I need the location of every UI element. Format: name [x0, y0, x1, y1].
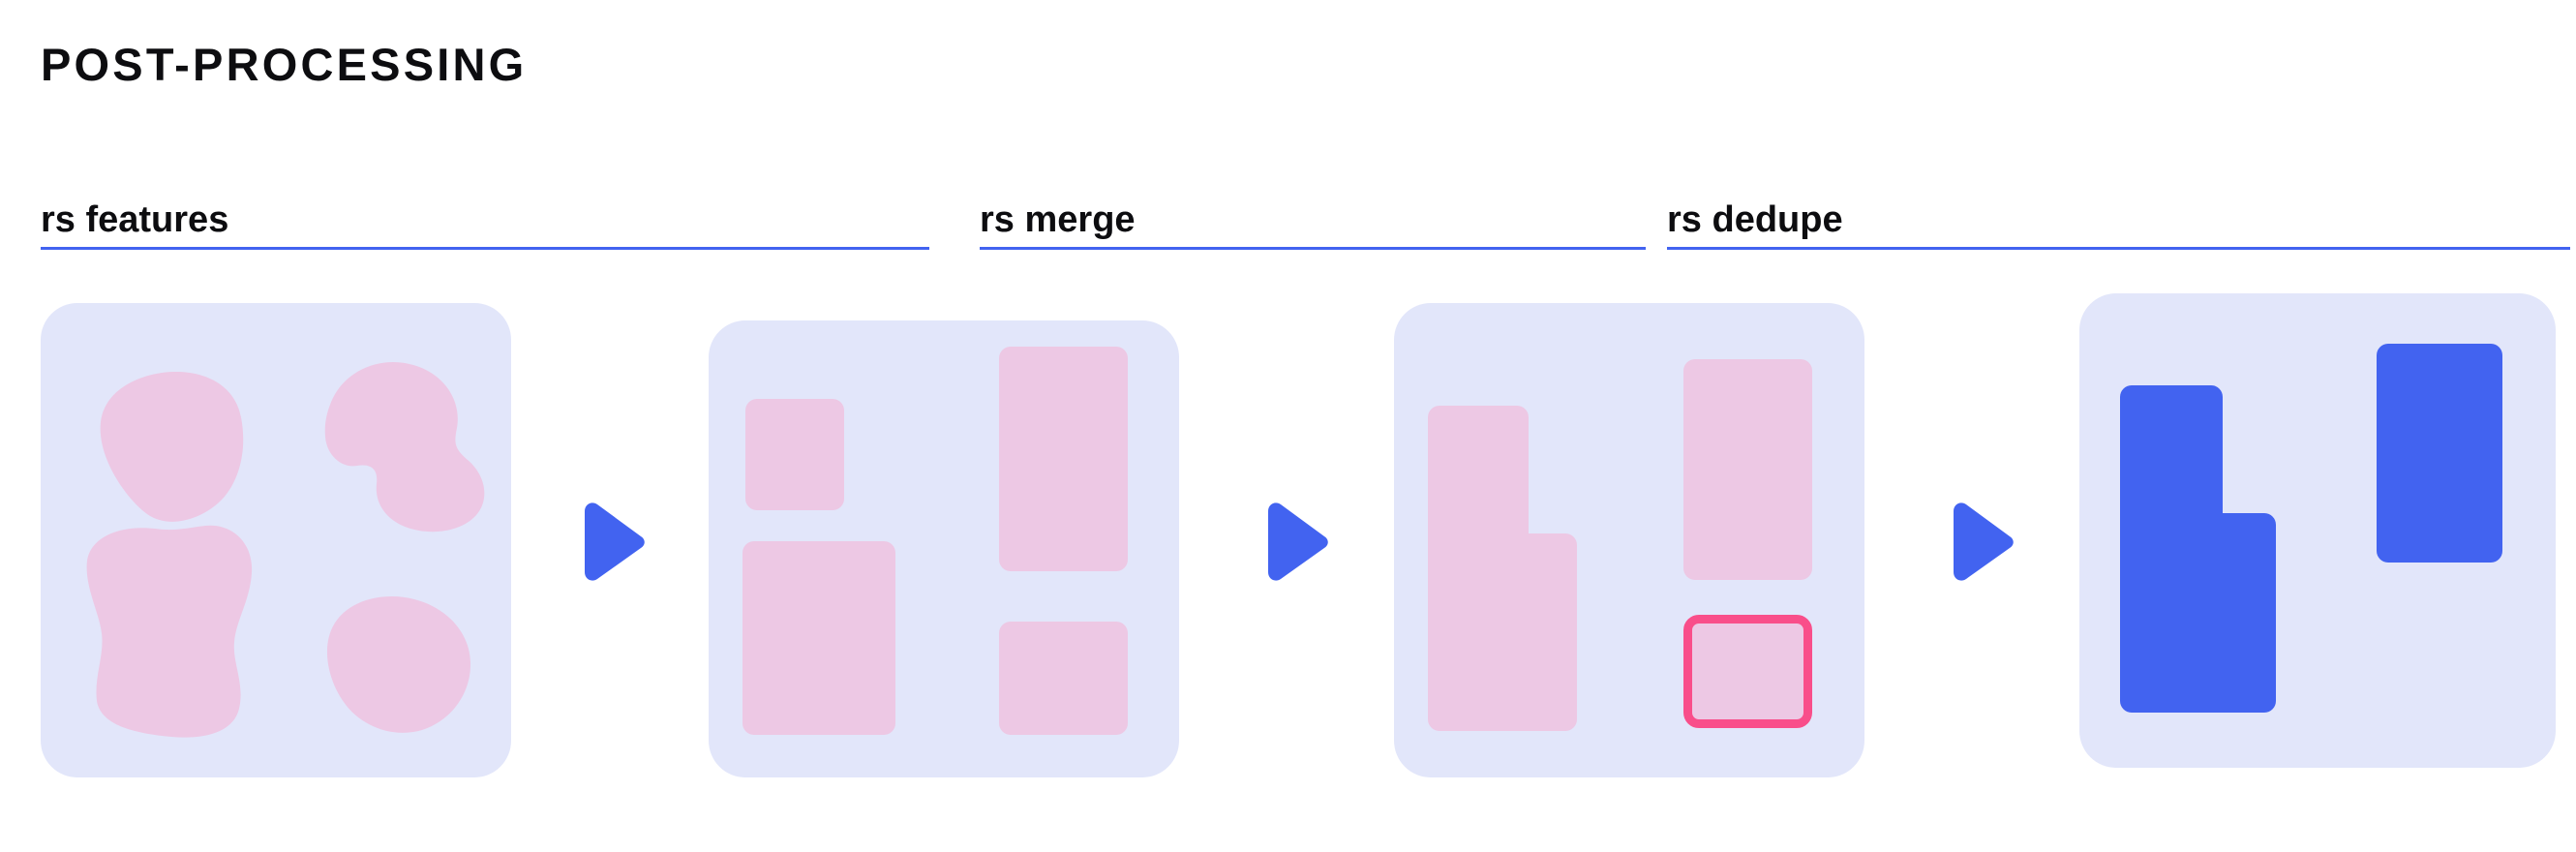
- step-label-dedupe: rs dedupe: [1667, 199, 1843, 240]
- panel-dedupe-input[interactable]: [1394, 303, 1864, 777]
- arrow-features-to-merge: [573, 502, 649, 581]
- step-label-features: rs features: [41, 199, 229, 240]
- bbox-small-top-left: [745, 399, 844, 510]
- step-label-merge: rs merge: [980, 199, 1136, 240]
- merged-l-shape: [1428, 406, 1577, 731]
- feature-blob-3: [86, 525, 253, 738]
- step-header-dedupe: rs dedupe: [1667, 157, 2570, 250]
- final-tall-right: [2377, 344, 2502, 563]
- arrow-merge-to-dedupe: [1257, 502, 1332, 581]
- merged-shapes-canvas: [1428, 359, 1812, 731]
- panel-merge-input[interactable]: [709, 320, 1179, 777]
- bbox-tall-top-right: [999, 347, 1128, 571]
- step-header-features: rs features: [41, 172, 929, 250]
- play-triangle-icon: [1954, 502, 2014, 581]
- step-rule-features: [41, 247, 929, 250]
- play-triangle-icon: [1268, 502, 1328, 581]
- bbox-tall-right: [1683, 359, 1812, 580]
- bbox-large-bottom-left: [742, 541, 895, 735]
- arrow-dedupe-to-result: [1942, 502, 2017, 581]
- play-triangle-icon: [585, 502, 645, 581]
- step-rule-merge: [980, 247, 1646, 250]
- step-header-merge: rs merge: [980, 165, 1646, 250]
- final-shapes-canvas: [2120, 344, 2502, 713]
- bbox-small-bottom-right: [999, 622, 1128, 735]
- step-rule-dedupe: [1667, 247, 2570, 250]
- page-title: POST-PROCESSING: [41, 39, 528, 90]
- feature-blob-4: [326, 596, 471, 733]
- bbox-duplicate-highlighted: [1683, 615, 1812, 728]
- feature-blob-2: [324, 361, 485, 532]
- feature-blobs-canvas: [86, 361, 485, 738]
- final-l-shape: [2120, 385, 2276, 713]
- panel-result[interactable]: [2079, 293, 2556, 768]
- feature-blob-1: [100, 371, 244, 522]
- panel-features[interactable]: [41, 303, 511, 777]
